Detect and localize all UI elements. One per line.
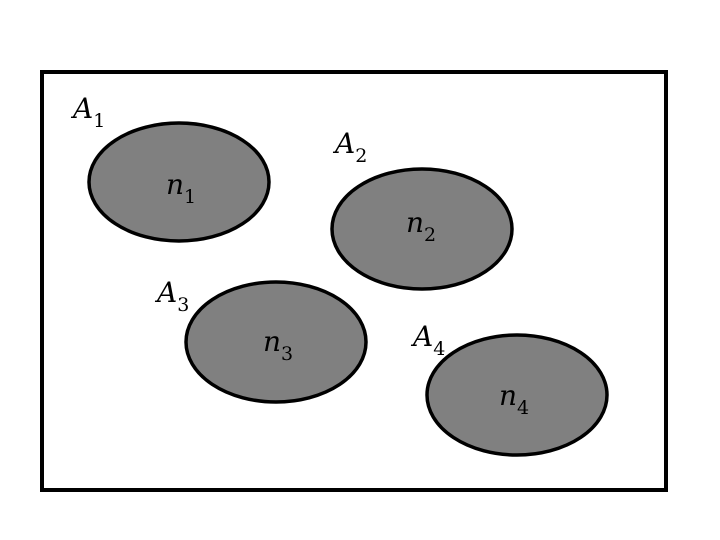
- area-label-1-symbol: A: [70, 92, 93, 125]
- area-label-2-symbol: A: [332, 127, 355, 160]
- area-label-2-index: 2: [355, 145, 367, 167]
- count-label-2: n2: [406, 206, 436, 246]
- count-label-4: n4: [499, 379, 529, 419]
- count-label-1: n1: [166, 168, 196, 208]
- region-1: A1 n1: [70, 92, 271, 243]
- count-label-4-index: 4: [517, 397, 529, 419]
- area-label-1-index: 1: [93, 110, 105, 132]
- area-label-4-index: 4: [433, 338, 445, 360]
- region-2-ellipse: [330, 167, 514, 291]
- area-label-4-symbol: A: [410, 320, 433, 353]
- count-label-1-index: 1: [184, 186, 196, 208]
- area-label-3-symbol: A: [154, 276, 177, 309]
- region-2: A2 n2: [330, 127, 514, 291]
- region-4: A4 n4: [410, 320, 609, 457]
- area-label-1: A1: [70, 92, 105, 132]
- count-label-3-index: 3: [281, 343, 293, 365]
- region-3: A3 n3: [154, 276, 368, 404]
- count-label-2-symbol: n: [406, 206, 424, 239]
- region-1-ellipse: [87, 121, 271, 243]
- area-label-3: A3: [154, 276, 189, 316]
- area-label-4: A4: [410, 320, 445, 360]
- region-3-ellipse: [184, 280, 368, 404]
- count-label-3-symbol: n: [263, 325, 281, 358]
- count-label-2-index: 2: [424, 224, 436, 246]
- count-label-3: n3: [263, 325, 293, 365]
- count-label-4-symbol: n: [499, 379, 517, 412]
- area-label-3-index: 3: [177, 294, 189, 316]
- area-label-2: A2: [332, 127, 367, 167]
- region-4-ellipse: [425, 333, 609, 457]
- count-label-1-symbol: n: [166, 168, 184, 201]
